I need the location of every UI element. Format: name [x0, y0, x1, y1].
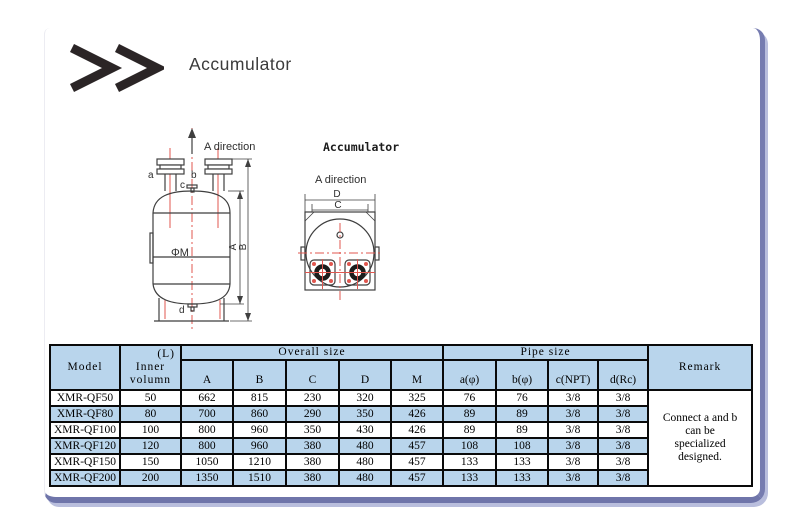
table-row: XMR-QF80 80 700 860 290 350 426 89 89 3/…: [49, 405, 753, 424]
dim-label-D: D: [333, 189, 340, 200]
header-remark: Remark: [647, 343, 754, 392]
top-view-direction-label: A direction: [315, 174, 366, 186]
side-view-direction-label: A direction: [204, 141, 255, 153]
table-row: XMR-QF120 120 800 960 380 480 457 108 10…: [49, 437, 753, 456]
header-col-B: B: [232, 359, 287, 392]
label-a: a: [148, 170, 154, 181]
header-overall-size: Overall size: [179, 343, 445, 362]
table-row: XMR-QF50 50 662 815 230 320 325 76 76 3/…: [49, 389, 754, 488]
cell-model: XMR-QF100: [49, 421, 121, 440]
brand-chevrons-icon: [69, 44, 164, 93]
side-view: A direction a b c: [148, 128, 255, 330]
header-col-c: c(NPT): [547, 359, 600, 392]
accumulator-drawing: A direction a b c: [148, 128, 399, 330]
label-c: c: [180, 180, 185, 191]
header-inner-volume: (L) Inner volumn: [119, 343, 182, 392]
table-row: XMR-QF100 100 800 960 350 430 426 89 89 …: [49, 421, 752, 440]
header-col-D: D: [338, 359, 392, 392]
top-view: Accumulator A direction D C: [298, 140, 399, 302]
dim-label-B: B: [238, 243, 249, 250]
header-col-d: d(Rc): [597, 359, 650, 392]
table-row: XMR-QF150 150 1050 1210 380 480 457 133 …: [49, 453, 752, 472]
label-b: b: [191, 170, 197, 181]
spec-table: Model (L) Inner volumn Overall size Pipe…: [49, 343, 754, 488]
cell-model: XMR-QF80: [49, 405, 121, 424]
cell-model: XMR-QF50: [49, 389, 121, 408]
dimension-lines: [220, 158, 252, 322]
cell-model: XMR-QF200: [49, 469, 121, 488]
remark-cell: Connect a and b can be specialized desig…: [647, 389, 754, 488]
dim-label-A: A: [228, 243, 239, 250]
cell-model: XMR-QF150: [49, 453, 121, 472]
label-d: d: [179, 305, 185, 316]
nozzle-b: [204, 158, 233, 191]
header-model: Model: [49, 343, 121, 392]
header-col-C: C: [285, 359, 340, 392]
header-pipe-size: Pipe size: [442, 343, 650, 362]
nozzle-a: [156, 158, 185, 191]
dim-label-C: C: [334, 200, 341, 211]
header-col-A: A: [180, 359, 234, 392]
top-view-title: Accumulator: [323, 140, 399, 154]
header-col-b: b(φ): [495, 359, 550, 392]
header-col-a: a(φ): [442, 359, 498, 392]
label-phi-m: ΦM: [171, 247, 189, 259]
table-row: XMR-QF200 200 1350 1510 380 480 457 133 …: [49, 469, 753, 488]
header-col-M: M: [389, 359, 445, 392]
cell-model: XMR-QF120: [49, 437, 121, 456]
header-volume-unit: (L): [157, 347, 175, 360]
page-title: Accumulator: [189, 54, 292, 74]
